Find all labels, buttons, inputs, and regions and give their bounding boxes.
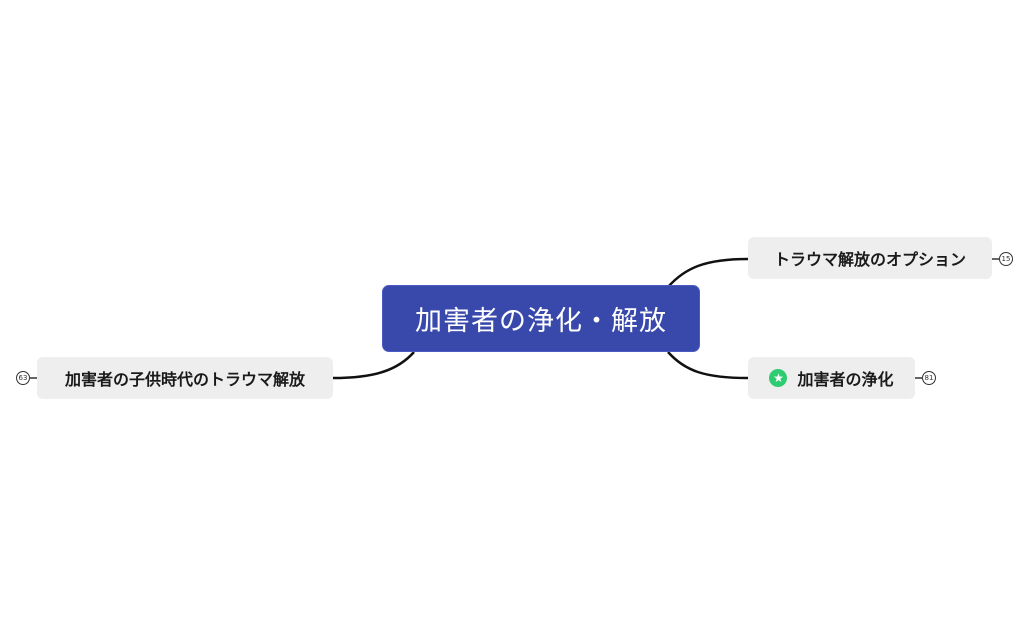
connector-topic-1 [667,257,749,288]
topic-perpetrator-purification[interactable]: ★ 加害者の浄化 [748,357,915,399]
collapse-count-badge[interactable]: 81 [922,371,936,385]
root-topic[interactable]: 加害者の浄化・解放 [382,285,700,352]
connector-topic-2 [667,351,749,380]
topic-label: トラウマ解放のオプション [773,250,966,269]
collapse-count-badge[interactable]: 15 [999,252,1013,266]
root-topic-label: 加害者の浄化・解放 [415,306,667,337]
topic-label: 加害者の浄化 [797,370,894,389]
topic-trauma-release-options[interactable]: トラウマ解放のオプション [748,237,992,279]
topic-childhood-trauma-release[interactable]: 加害者の子供時代のトラウマ解放 [37,357,333,399]
topic-label: 加害者の子供時代のトラウマ解放 [64,370,305,389]
star-icon: ★ [769,369,788,387]
connector-topic-3 [332,351,415,380]
collapse-count-badge[interactable]: 63 [16,371,30,385]
